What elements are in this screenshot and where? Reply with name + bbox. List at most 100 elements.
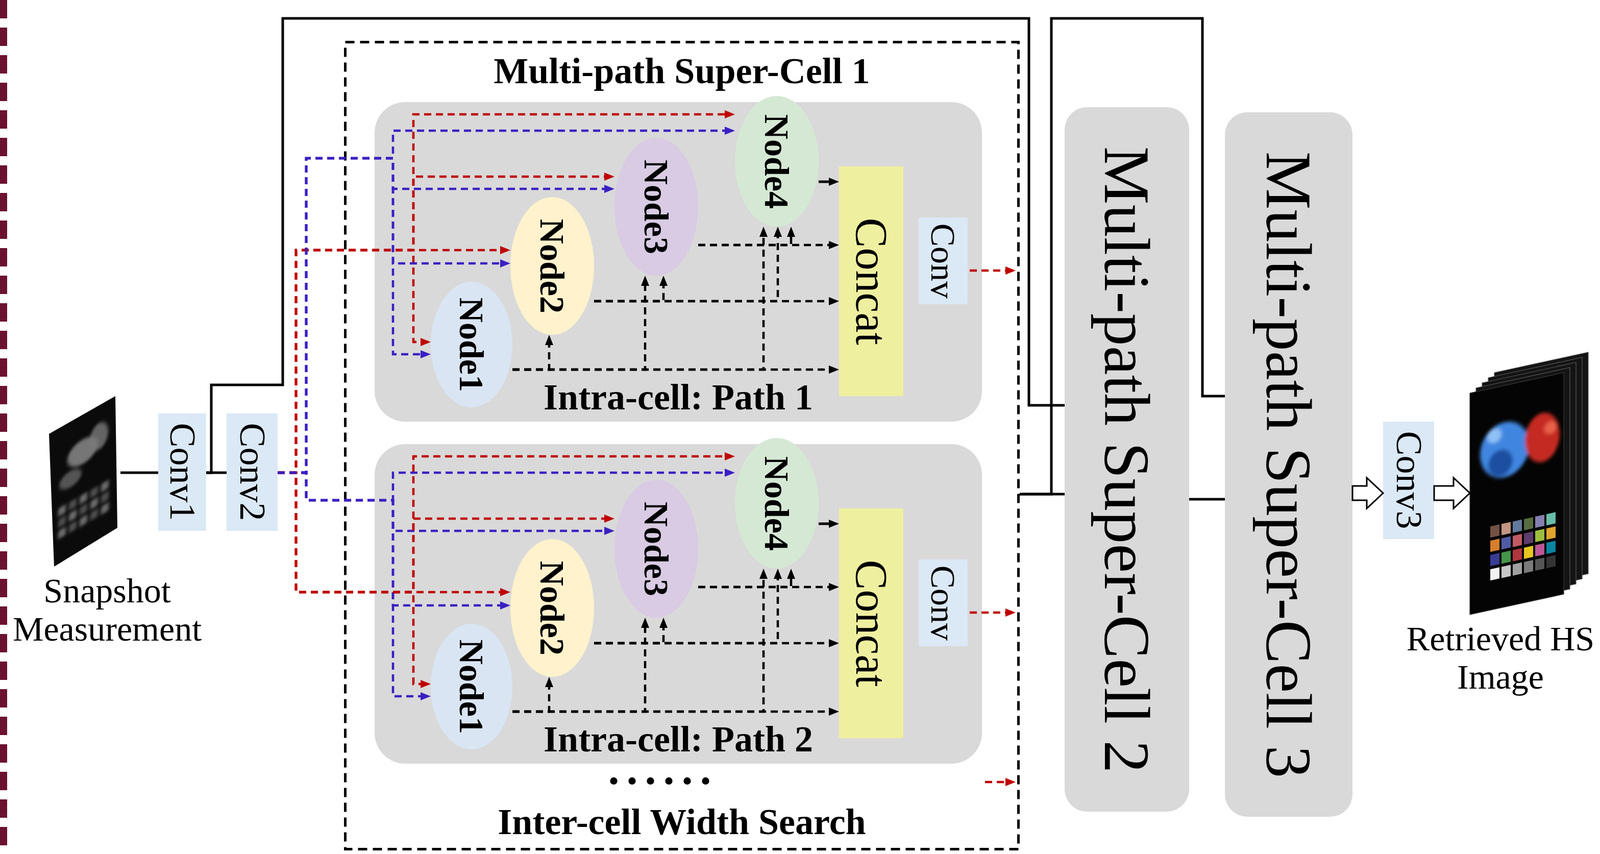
- checker-patch: [1523, 531, 1534, 545]
- solid-connector: [120, 471, 159, 475]
- search-node: Node3: [614, 479, 699, 618]
- node-fill: [430, 623, 513, 750]
- node-label: Node3: [637, 159, 676, 254]
- node-label: Node2: [533, 218, 572, 313]
- checker-patch: [1546, 540, 1556, 554]
- output-arrow: [985, 780, 1010, 784]
- checker-patch: [1512, 562, 1522, 576]
- super-cell-title: Multi-path Super-Cell 1: [493, 51, 870, 92]
- checker-patch: [1535, 557, 1545, 571]
- image-caption: Snapshot Measurement: [5, 571, 210, 649]
- checker-patch: [1535, 543, 1545, 557]
- checker-patch: [1490, 524, 1500, 538]
- checker-patch: [1501, 550, 1511, 564]
- box-fill: [1383, 421, 1435, 539]
- snapshot-patch: [90, 497, 98, 510]
- search-node: Node1: [430, 623, 513, 750]
- scene-blob: [1524, 409, 1560, 466]
- node-label: Node1: [452, 638, 491, 734]
- checker-patch: [1535, 514, 1545, 528]
- node-label: Concat: [846, 559, 897, 687]
- checker-patch: [1501, 564, 1511, 579]
- output-arrow: [969, 611, 1010, 614]
- checker-patch: [1546, 511, 1556, 526]
- checker-patch: [1546, 526, 1556, 540]
- checker-patch: [1523, 559, 1534, 574]
- checker-patch: [1523, 545, 1534, 559]
- scene-blob: [1544, 420, 1557, 435]
- conv-box: Conv3: [1383, 421, 1435, 539]
- super-cell-block: Multi-path Super-Cell 2: [1064, 107, 1190, 812]
- conv-box: Conv: [918, 559, 968, 647]
- hyperspectral-cube: Retrieved HS Image: [1469, 347, 1593, 618]
- panel-fill: [374, 444, 982, 764]
- checker-patch: [1512, 519, 1522, 533]
- box-fill: [839, 508, 904, 738]
- solid-connector: [1189, 498, 1225, 501]
- snapshot-frame: [48, 396, 118, 567]
- node-fill: [614, 137, 699, 276]
- panel-fill: [1064, 107, 1190, 812]
- box-fill: [158, 413, 207, 531]
- page-border-dashes: [0, 0, 8, 854]
- snapshot-patch: [79, 503, 88, 516]
- node-fill: [510, 538, 595, 677]
- node-fill: [734, 437, 819, 569]
- search-node: Node1: [430, 281, 513, 408]
- checker-patch: [1501, 522, 1511, 536]
- panel-fill: [1224, 112, 1353, 817]
- concat-box: Concat: [839, 166, 904, 397]
- search-node: Node2: [510, 197, 595, 335]
- cube-blobs: [1480, 409, 1560, 483]
- box-fill: [839, 166, 904, 397]
- scene-blob: [1488, 447, 1513, 479]
- width-search-caption: Inter-cell Width Search: [497, 801, 866, 843]
- path-caption: Intra-cell: Path 2: [543, 719, 814, 760]
- search-node: Node3: [614, 137, 699, 276]
- concat-box: Concat: [839, 508, 904, 738]
- node-label: Multi-path Super-Cell 3: [1252, 151, 1325, 778]
- panel-fill: [374, 102, 982, 422]
- solid-connector: [206, 18, 1065, 473]
- dashed-frame: [345, 42, 1019, 850]
- box-fill: [918, 217, 968, 305]
- node-label: Node4: [757, 455, 797, 551]
- snapshot-patch: [90, 508, 98, 522]
- node-label: Node4: [757, 113, 797, 209]
- node-label: Conv2: [231, 423, 273, 522]
- snapshot-patch: [101, 502, 109, 515]
- snapshot-content: [58, 417, 109, 539]
- node-label: Conv: [924, 564, 963, 640]
- snapshot-patch: [101, 490, 109, 504]
- checker-patch: [1490, 538, 1500, 552]
- snapshot-patch: [79, 491, 88, 505]
- snapshot-patch: [68, 520, 77, 534]
- snapshot-patch: [58, 504, 66, 518]
- solid-connector: [818, 180, 833, 184]
- checker-patch: [1490, 567, 1500, 581]
- snapshot-patch: [90, 485, 98, 499]
- intra-cell-panel: Intra-cell: Path 2Node1Node2Node3Node4Co…: [374, 444, 982, 764]
- node-label: Node1: [452, 297, 491, 392]
- intra-cell-panel: Intra-cell: Path 1 Node1 Node2 Node3 Node4Co…: [374, 102, 982, 422]
- scene-blob: [1487, 426, 1502, 445]
- hollow-arrow: [1434, 477, 1470, 509]
- image-caption: Retrieved HS Image: [1401, 619, 1600, 697]
- snapshot-blob: [59, 464, 82, 494]
- snapshot-patch: [79, 514, 88, 528]
- super-cell-frame: Multi-path Super-Cell 1 Inter-cell Width …: [343, 40, 1020, 851]
- conv-box: Conv2: [226, 413, 278, 531]
- conv-box: Conv: [918, 217, 968, 305]
- solid-connector: [818, 522, 833, 526]
- checker-patch: [1523, 517, 1534, 531]
- cube-front-band: [1469, 372, 1564, 615]
- ellipsis-dots-holder: ••••••: [540, 760, 786, 802]
- snapshot-drawing: [48, 396, 118, 567]
- path-caption: Intra-cell: Path 1: [543, 377, 814, 418]
- checker-patch: [1501, 536, 1511, 550]
- snapshot-blob: [89, 417, 109, 455]
- node-fill: [614, 479, 699, 618]
- node-label: Concat: [846, 217, 897, 345]
- ellipsis-dots: ••••••: [608, 765, 719, 797]
- checker-patch: [1546, 554, 1556, 569]
